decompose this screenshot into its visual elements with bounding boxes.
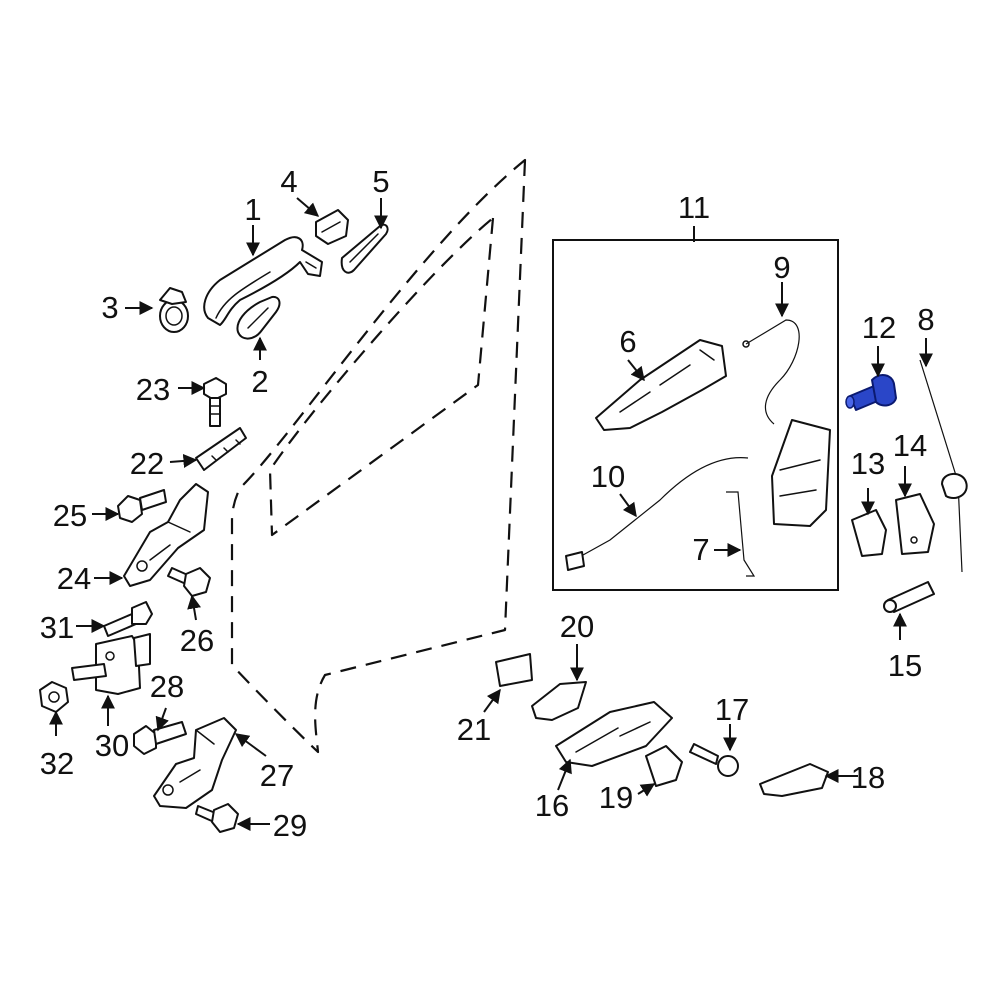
bolt-31[interactable] <box>103 601 153 637</box>
callout-19: 19 <box>599 780 633 815</box>
callout-6: 6 <box>619 324 636 359</box>
callout-25: 25 <box>53 498 87 533</box>
callout-4: 4 <box>280 164 297 199</box>
nut[interactable] <box>39 681 69 713</box>
bolt-29[interactable] <box>195 803 239 833</box>
handle-reinforcement[interactable] <box>595 339 727 431</box>
callout-5: 5 <box>372 164 389 199</box>
door-check[interactable] <box>71 633 151 695</box>
callout-27: 27 <box>260 758 294 793</box>
callout-20: 20 <box>560 609 594 644</box>
lock-cylinder[interactable] <box>159 287 189 333</box>
door-outline <box>230 158 527 754</box>
highlighted-part-bushing[interactable] <box>845 374 897 411</box>
outside-door-handle[interactable] <box>203 236 323 326</box>
clip[interactable] <box>495 653 533 687</box>
screw-17[interactable] <box>689 743 739 777</box>
lock-rod[interactable] <box>726 491 756 577</box>
bracket[interactable] <box>195 427 247 471</box>
callout-10: 10 <box>591 459 625 494</box>
callout-26: 26 <box>180 623 214 658</box>
callout-32: 32 <box>40 746 74 781</box>
callout-28: 28 <box>150 669 184 704</box>
bolt-28[interactable] <box>133 721 187 755</box>
trim-18[interactable] <box>759 763 829 797</box>
callout-29: 29 <box>273 808 307 843</box>
callout-7: 7 <box>692 532 709 567</box>
handle-cap-19[interactable] <box>645 745 683 787</box>
callout-2: 2 <box>251 364 268 399</box>
callout-1: 1 <box>244 192 261 227</box>
handle-trim-cover[interactable] <box>340 223 389 274</box>
screw-15[interactable] <box>883 581 935 613</box>
callout-labels: 1 2 3 4 5 6 7 8 9 10 11 12 13 14 15 16 1… <box>40 164 935 843</box>
callout-17: 17 <box>715 692 749 727</box>
callout-18: 18 <box>851 760 885 795</box>
callout-31: 31 <box>40 610 74 645</box>
inside-handle-bracket[interactable] <box>531 681 587 721</box>
callout-15: 15 <box>888 648 922 683</box>
callout-23: 23 <box>136 372 170 407</box>
callout-21: 21 <box>457 712 491 747</box>
callout-24: 24 <box>57 561 91 596</box>
callout-13: 13 <box>851 446 885 481</box>
callout-8: 8 <box>917 302 934 337</box>
door-latch[interactable] <box>771 419 831 527</box>
hinge-bolt-25[interactable] <box>117 489 167 523</box>
callout-22: 22 <box>130 446 164 481</box>
callout-14: 14 <box>893 428 927 463</box>
callout-30: 30 <box>95 728 129 763</box>
callout-3: 3 <box>101 290 118 325</box>
release-cable[interactable] <box>565 457 749 571</box>
bolt[interactable] <box>203 377 227 427</box>
outside-rod[interactable] <box>919 359 968 573</box>
door-hinge-lower[interactable] <box>153 717 237 809</box>
callout-12: 12 <box>862 310 896 345</box>
lock-kit-box <box>552 239 839 591</box>
lock-cable[interactable] <box>742 319 800 425</box>
callout-11: 11 <box>678 190 710 225</box>
striker-shim[interactable] <box>851 509 887 557</box>
striker-plate[interactable] <box>895 493 935 555</box>
leader-lines <box>49 197 933 831</box>
door-hinge-upper[interactable] <box>123 483 209 587</box>
handle-cap[interactable] <box>315 209 349 245</box>
callout-9: 9 <box>773 250 790 285</box>
handle-gasket[interactable] <box>236 295 281 340</box>
hinge-bolt-26[interactable] <box>167 567 211 597</box>
callout-16: 16 <box>535 788 569 823</box>
